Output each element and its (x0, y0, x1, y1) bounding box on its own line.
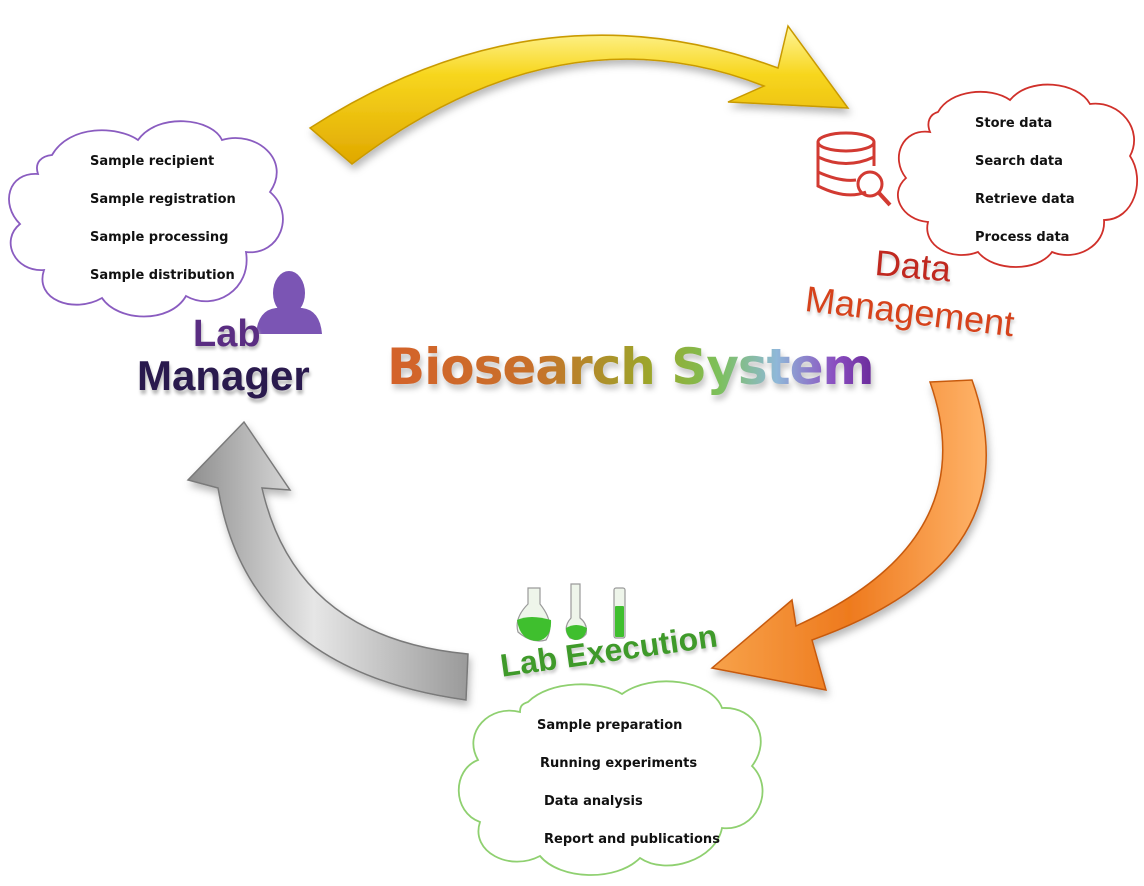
arrow-to-data-management (308, 24, 850, 165)
lab-execution-task-3: Data analysis (544, 794, 643, 809)
data-management-task-3: Retrieve data (975, 192, 1075, 207)
arrow-to-lab-execution (710, 379, 987, 691)
lab-manager-task-1: Sample recipient (90, 154, 215, 169)
lab-flasks-icon (516, 583, 626, 642)
lab-manager-label: Lab (193, 313, 261, 355)
data-management-cloud (897, 83, 1138, 268)
lab-execution-task-2: Running experiments (540, 756, 698, 771)
database-search-icon (816, 131, 892, 207)
lab-manager-task-3: Sample processing (90, 230, 229, 245)
arrow-to-lab-manager (186, 420, 469, 701)
data-management-task-2: Search data (975, 154, 1063, 169)
lab-execution-task-1: Sample preparation (537, 718, 683, 733)
data-management-label: Data (873, 242, 953, 290)
data-management-task-1: Store data (975, 116, 1053, 131)
person-icon (256, 271, 322, 334)
diagram-title: Biosearch System (387, 338, 875, 396)
lab-execution-cloud (457, 680, 764, 876)
data-management-task-4: Process data (975, 230, 1070, 245)
lab-manager-task-4: Sample distribution (90, 268, 235, 283)
lab-execution-task-4: Report and publications (544, 832, 720, 847)
lab-manager-task-2: Sample registration (90, 192, 236, 207)
lab-manager-label-line2: Manager (137, 352, 310, 399)
lab-manager-cloud (8, 120, 284, 318)
